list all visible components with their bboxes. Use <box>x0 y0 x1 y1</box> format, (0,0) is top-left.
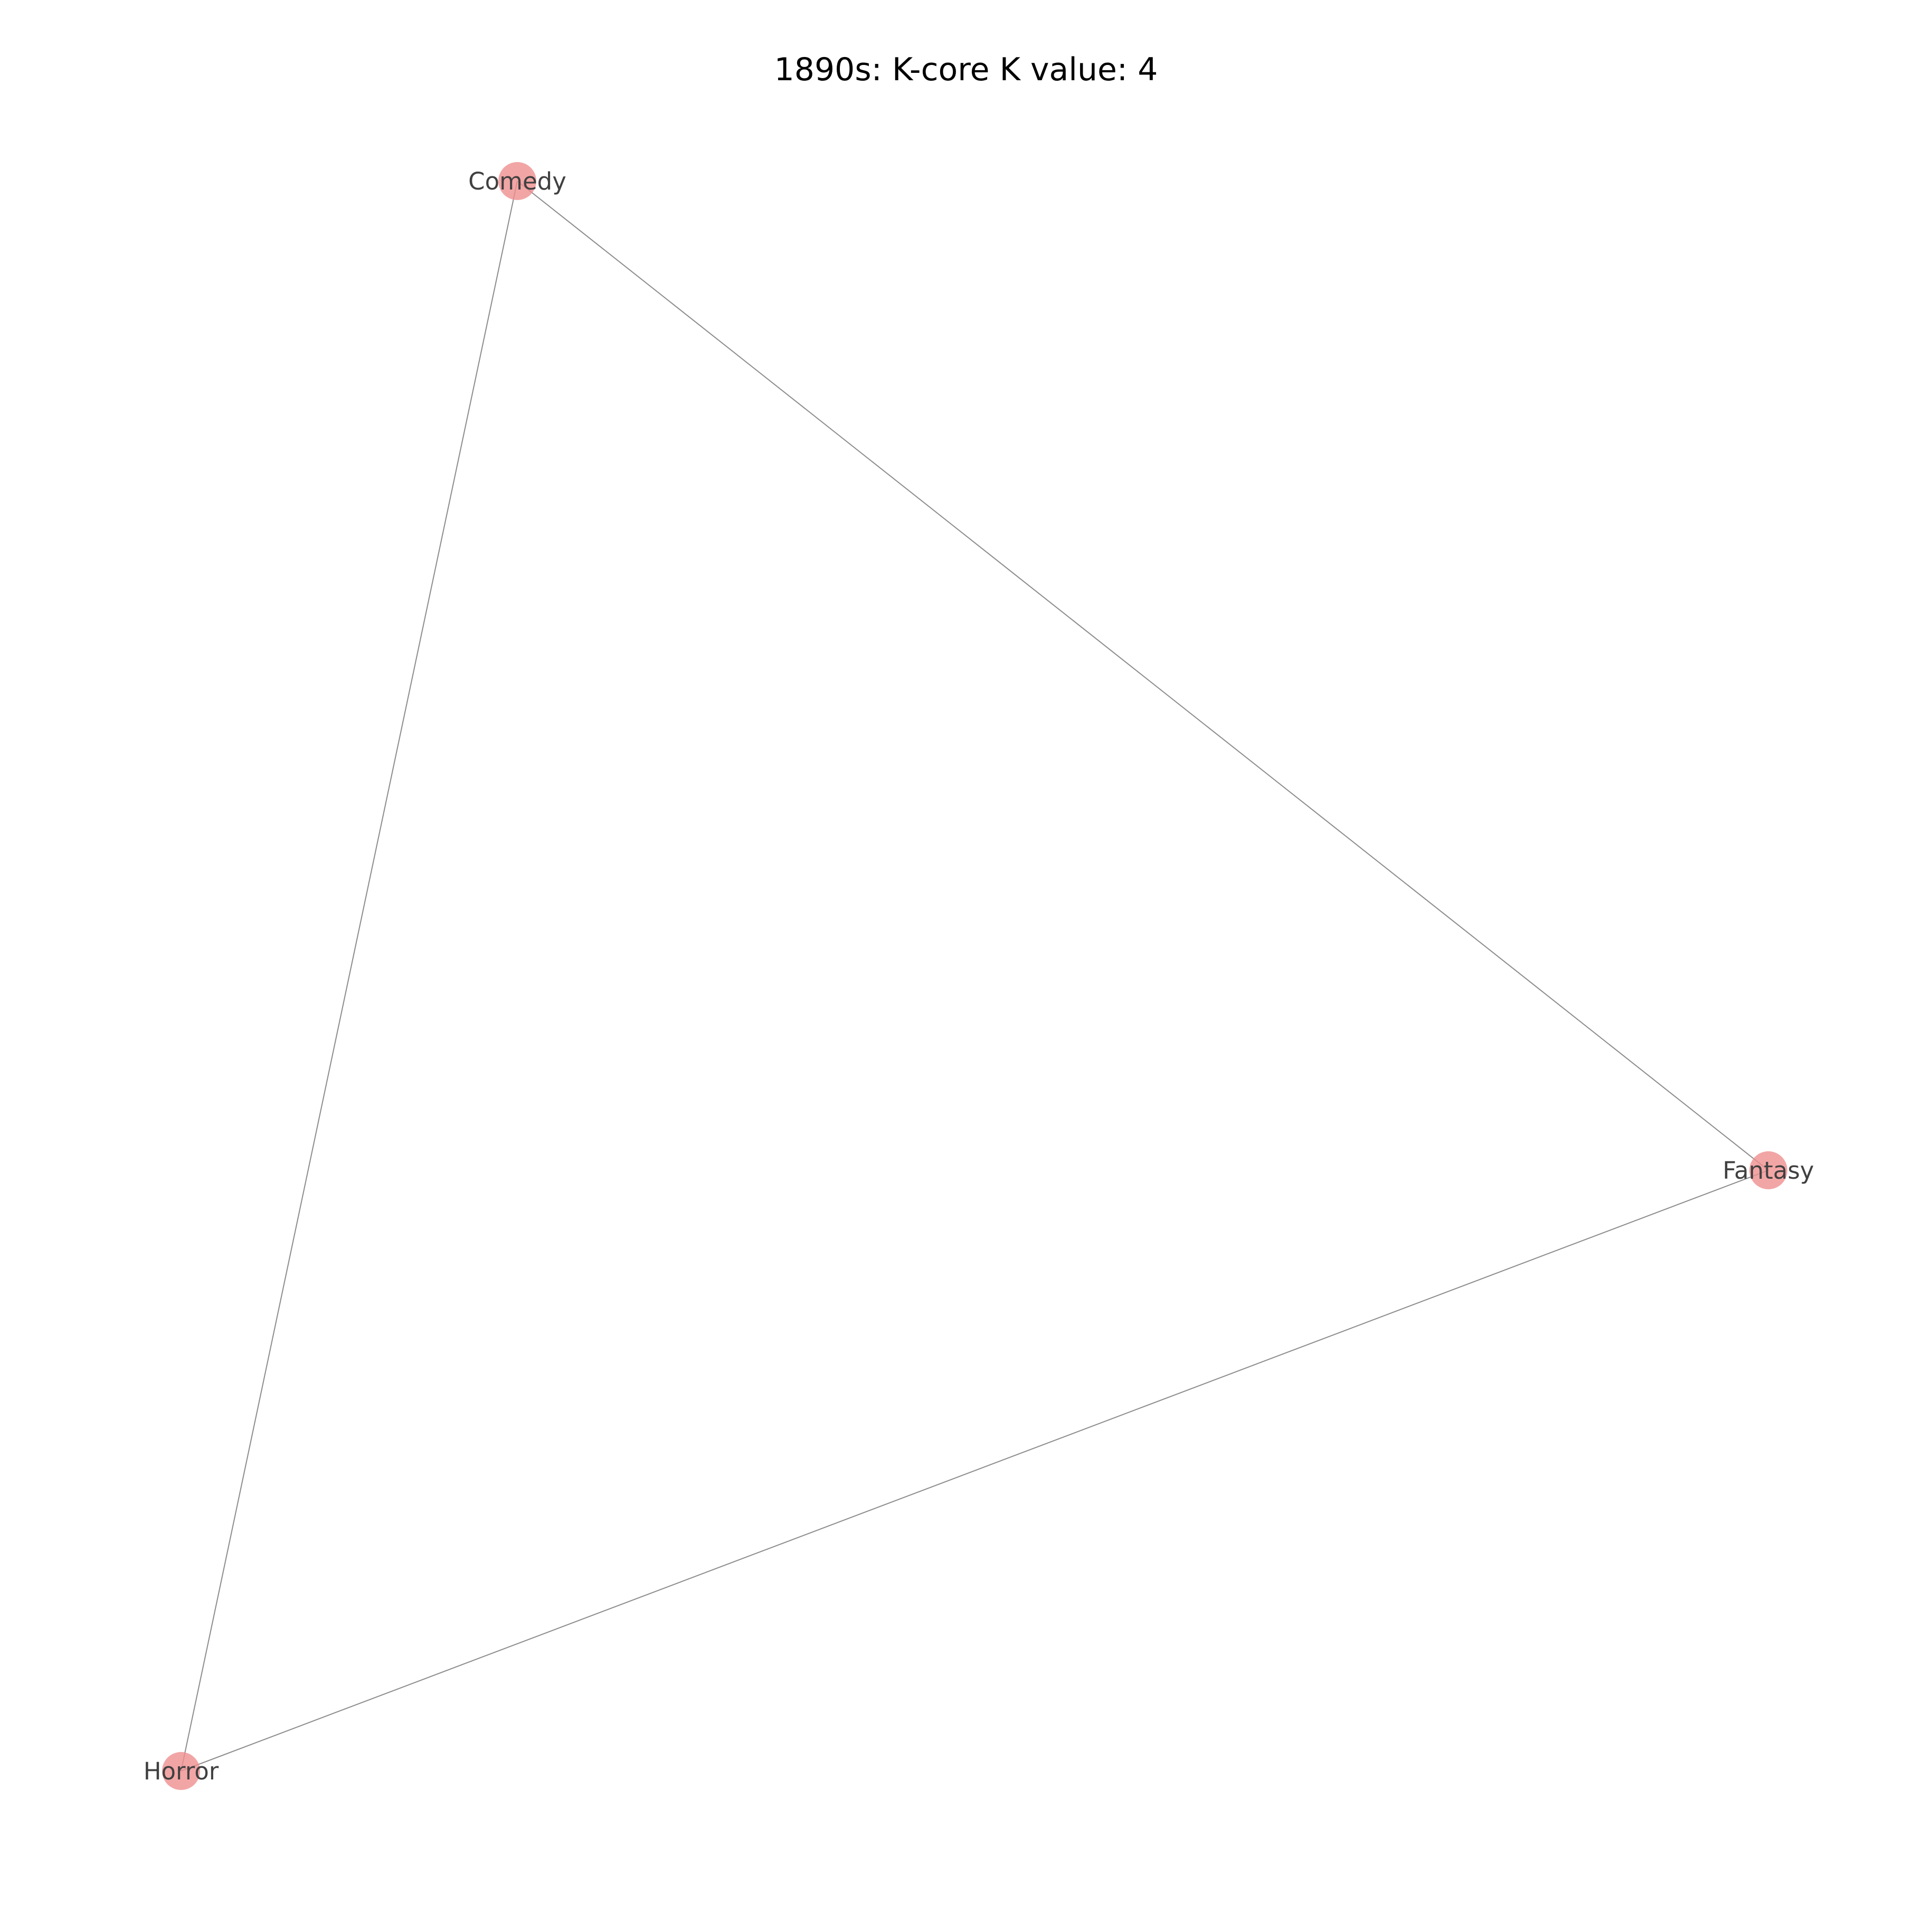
node-label-comedy: Comedy <box>468 167 566 195</box>
edge-comedy-horror <box>181 181 518 1772</box>
nodes-layer <box>162 162 1787 1790</box>
node-comedy <box>498 162 536 200</box>
diagram-title: 1890s: K-core K value: 4 <box>774 51 1158 88</box>
edge-fantasy-horror <box>181 1170 1769 1772</box>
node-horror <box>162 1752 200 1790</box>
edges-layer <box>181 181 1769 1772</box>
edge-comedy-fantasy <box>517 181 1769 1171</box>
node-fantasy <box>1749 1151 1787 1189</box>
node-label-horror: Horror <box>144 1757 219 1785</box>
node-label-fantasy: Fantasy <box>1722 1157 1814 1185</box>
